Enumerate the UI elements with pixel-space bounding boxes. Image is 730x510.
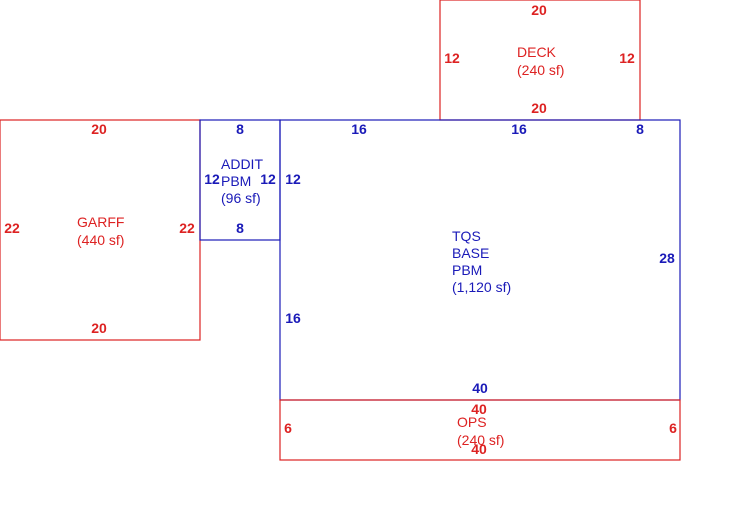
- base-dim-right: 28: [659, 250, 675, 266]
- garff-outline: [0, 119, 201, 341]
- garff-name: GARFF: [77, 214, 124, 230]
- ops-dim-bottom: 40: [471, 441, 487, 457]
- garff-dim-right: 22: [179, 220, 195, 236]
- ops-dim-right: 6: [669, 420, 677, 436]
- addit-dim-top: 8: [236, 121, 244, 137]
- deck-name: DECK: [517, 44, 557, 60]
- base-dim-bottom: 40: [472, 380, 488, 396]
- ops-dim-top: 40: [471, 401, 487, 417]
- base-dim-left-lower: 16: [285, 310, 301, 326]
- addit-area: (96 sf): [221, 190, 261, 206]
- base-dim-left-upper: 12: [285, 171, 301, 187]
- deck-dim-top: 20: [531, 2, 547, 18]
- ops-outline: [279, 399, 681, 461]
- deck-dim-left: 12: [444, 50, 460, 66]
- garff-dim-bottom: 20: [91, 320, 107, 336]
- garff-area: (440 sf): [77, 232, 124, 248]
- ops-dim-left: 6: [284, 420, 292, 436]
- base-dim-top-right: 8: [636, 121, 644, 137]
- garff-dim-top: 20: [91, 121, 107, 137]
- base-name-line1: TQS: [452, 228, 481, 244]
- base-area: (1,120 sf): [452, 279, 511, 295]
- garff-dim-left: 22: [4, 220, 20, 236]
- base-name-line2: BASE: [452, 245, 489, 261]
- addit-name-line1: ADDIT: [221, 156, 263, 172]
- base-dim-top-left: 16: [351, 121, 367, 137]
- addit-dim-left: 12: [204, 171, 220, 187]
- deck-dim-right: 12: [619, 50, 635, 66]
- addit-dim-right: 12: [260, 171, 276, 187]
- ops-name: OPS: [457, 414, 487, 430]
- base-dim-top-mid: 16: [511, 121, 527, 137]
- ops-area: (240 sf): [457, 432, 504, 448]
- base-name-line3: PBM: [452, 262, 482, 278]
- addit-name-line2: PBM: [221, 173, 251, 189]
- deck-area: (240 sf): [517, 62, 564, 78]
- deck-dim-bottom: 20: [531, 100, 547, 116]
- addit-dim-bottom: 8: [236, 220, 244, 236]
